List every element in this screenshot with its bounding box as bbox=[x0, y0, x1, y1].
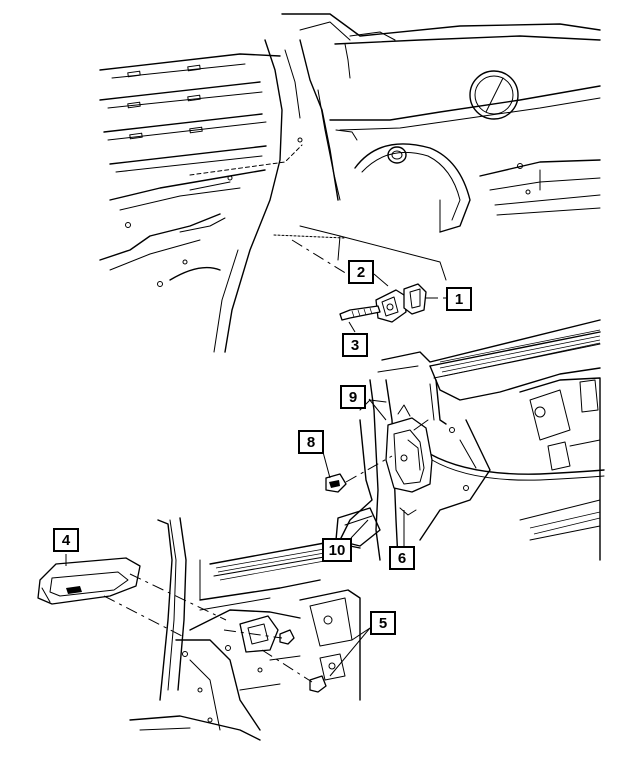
callout-3: 3 bbox=[342, 333, 368, 357]
callout-4: 4 bbox=[53, 528, 79, 552]
callout-9: 9 bbox=[340, 385, 366, 409]
callout-6: 6 bbox=[389, 546, 415, 570]
handle-area-view bbox=[129, 517, 361, 741]
callout-2: 2 bbox=[348, 260, 374, 284]
callout-1: 1 bbox=[446, 287, 472, 311]
callout-8: 8 bbox=[298, 430, 324, 454]
callout-5: 5 bbox=[370, 611, 396, 635]
callout-10: 10 bbox=[322, 538, 352, 562]
cargo-area-body-view bbox=[99, 13, 601, 353]
liftgate-handle bbox=[37, 557, 227, 637]
latch-area-view bbox=[325, 319, 605, 561]
leader-lines bbox=[65, 273, 405, 677]
striker-assembly bbox=[339, 283, 446, 323]
